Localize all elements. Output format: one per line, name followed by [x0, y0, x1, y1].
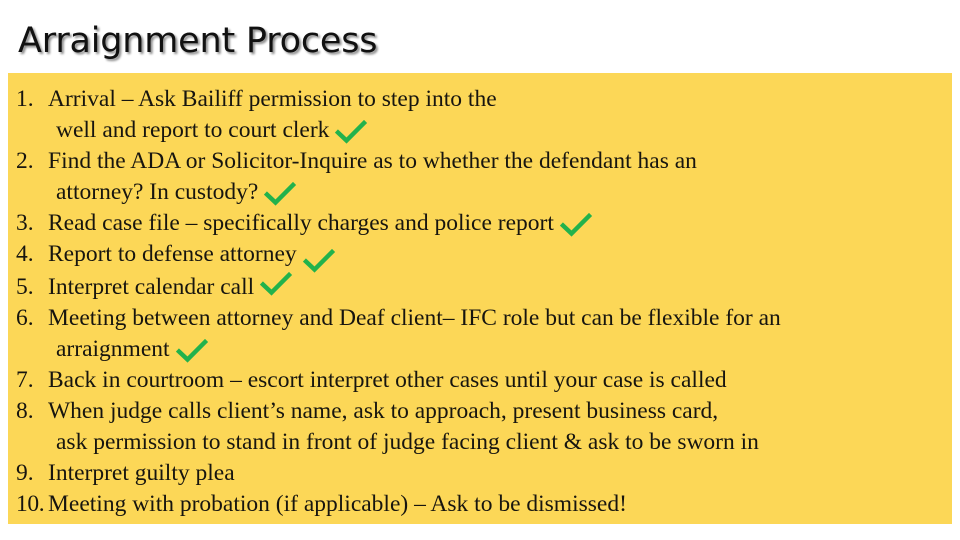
list-item-line-1: When judge calls client’s name, ask to a…: [48, 398, 719, 424]
list-item-number: 5.: [16, 274, 34, 300]
list-item-line-2: well and report to court clerk: [56, 117, 330, 143]
list-item-continuation: well and report to court clerk: [48, 115, 946, 146]
list-item-line-1: Report to defense attorney: [48, 241, 297, 267]
list-item-number: 1.: [16, 86, 34, 112]
checkmark-icon: [260, 271, 293, 296]
list-item: 8. When judge calls client’s name, ask to…: [16, 396, 946, 458]
list-item-continuation: arraignment: [48, 334, 946, 365]
page-title: Arraignment Process: [18, 21, 378, 61]
list-item-number: 8.: [16, 398, 34, 424]
list-item: 3. Read case file – specifically charges …: [16, 208, 946, 239]
list-item-continuation: ask permission to stand in front of judg…: [48, 427, 946, 458]
checkmark-icon: [559, 212, 593, 237]
list-item-line-1: Interpret calendar call: [48, 274, 255, 300]
checkmark-icon: [264, 181, 297, 206]
list-item: 6. Meeting between attorney and Deaf clie…: [16, 303, 946, 365]
list-item-line-1: Back in courtroom – escort interpret oth…: [48, 367, 727, 393]
list-item: 10.Meeting with probation (if applicable…: [16, 489, 946, 520]
list-item-text: Report to defense attorney: [48, 239, 946, 273]
list-item-text: Meeting between attorney and Deaf client…: [48, 303, 946, 334]
list-item-number: 9.: [16, 460, 34, 486]
list-item-number: 4.: [16, 241, 34, 267]
list-item-line-1: Meeting between attorney and Deaf client…: [48, 305, 781, 331]
list-item: 5. Interpret calendar call: [16, 271, 946, 303]
list-item: 7. Back in courtroom – escort interpret o…: [16, 365, 946, 396]
list-item-number: 10.: [16, 491, 45, 517]
list-item-line-1: Meeting with probation (if applicable) –…: [48, 491, 627, 517]
numbered-step-list: 1. Arrival – Ask Bailiff permission to st…: [16, 84, 946, 520]
list-item-line-1: Interpret guilty plea: [48, 460, 235, 486]
list-item-number: 6.: [16, 305, 34, 331]
list-item-line-1: Arrival – Ask Bailiff permission to step…: [48, 86, 497, 112]
list-item-text: Interpret guilty plea: [48, 458, 946, 489]
list-item-text: Back in courtroom – escort interpret oth…: [48, 365, 946, 396]
list-item-text: Meeting with probation (if applicable) –…: [48, 489, 946, 520]
list-item: 9. Interpret guilty plea: [16, 458, 946, 489]
list-item-line-2: arraignment: [56, 336, 170, 362]
list-item-text: Interpret calendar call: [48, 271, 946, 303]
checkmark-icon: [302, 248, 335, 273]
checkmark-icon: [175, 338, 208, 363]
list-item-continuation: attorney? In custody?: [48, 177, 946, 208]
list-item-line-1: Read case file – specifically charges an…: [48, 210, 554, 236]
list-item-line-1: Find the ADA or Solicitor-Inquire as to …: [48, 148, 697, 174]
list-item-text: Find the ADA or Solicitor-Inquire as to …: [48, 146, 946, 177]
list-item: 4. Report to defense attorney: [16, 239, 946, 273]
list-item-number: 3.: [16, 210, 34, 236]
checkmark-icon: [335, 119, 368, 144]
list-item: 1. Arrival – Ask Bailiff permission to st…: [16, 84, 946, 146]
list-item-number: 7.: [16, 367, 34, 393]
list-item: 2. Find the ADA or Solicitor-Inquire as t…: [16, 146, 946, 208]
list-item-text: When judge calls client’s name, ask to a…: [48, 396, 946, 427]
list-item-number: 2.: [16, 148, 34, 174]
content-box: 1. Arrival – Ask Bailiff permission to st…: [8, 73, 952, 524]
list-item-line-2: attorney? In custody?: [56, 179, 259, 205]
list-item-text: Arrival – Ask Bailiff permission to step…: [48, 84, 946, 115]
list-item-line-2: ask permission to stand in front of judg…: [56, 429, 759, 455]
list-item-text: Read case file – specifically charges an…: [48, 208, 946, 239]
